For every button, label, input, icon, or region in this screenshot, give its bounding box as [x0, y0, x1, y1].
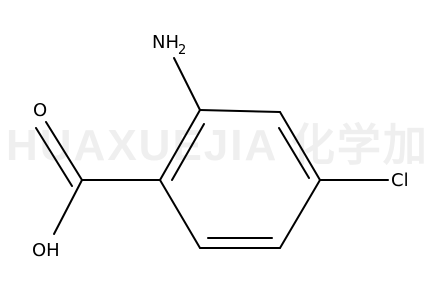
amine-label: NH — [152, 32, 179, 53]
ring-bond-5 — [159, 179, 201, 249]
ring-bond-2 — [279, 111, 321, 181]
ring-bond-1 — [199, 109, 281, 113]
carbonyl-bond-1 — [45, 121, 83, 181]
ring-bond-6 — [159, 109, 201, 181]
ring-double-bond-a — [278, 127, 310, 179]
chlorine-label: Cl — [391, 170, 409, 191]
ring-bond-3 — [279, 179, 321, 249]
amine-subscript: 2 — [178, 43, 186, 58]
ring-double-bond-c — [171, 123, 205, 181]
watermark-text: HUAXUEJIA 化学加 — [6, 121, 429, 170]
carbonyl-bond-2 — [35, 127, 73, 187]
hydroxyl-label: OH — [32, 240, 60, 261]
carbonyl-oxygen-label: O — [33, 100, 47, 121]
amine-bond — [173, 57, 201, 111]
hydroxyl-bond — [53, 179, 83, 235]
